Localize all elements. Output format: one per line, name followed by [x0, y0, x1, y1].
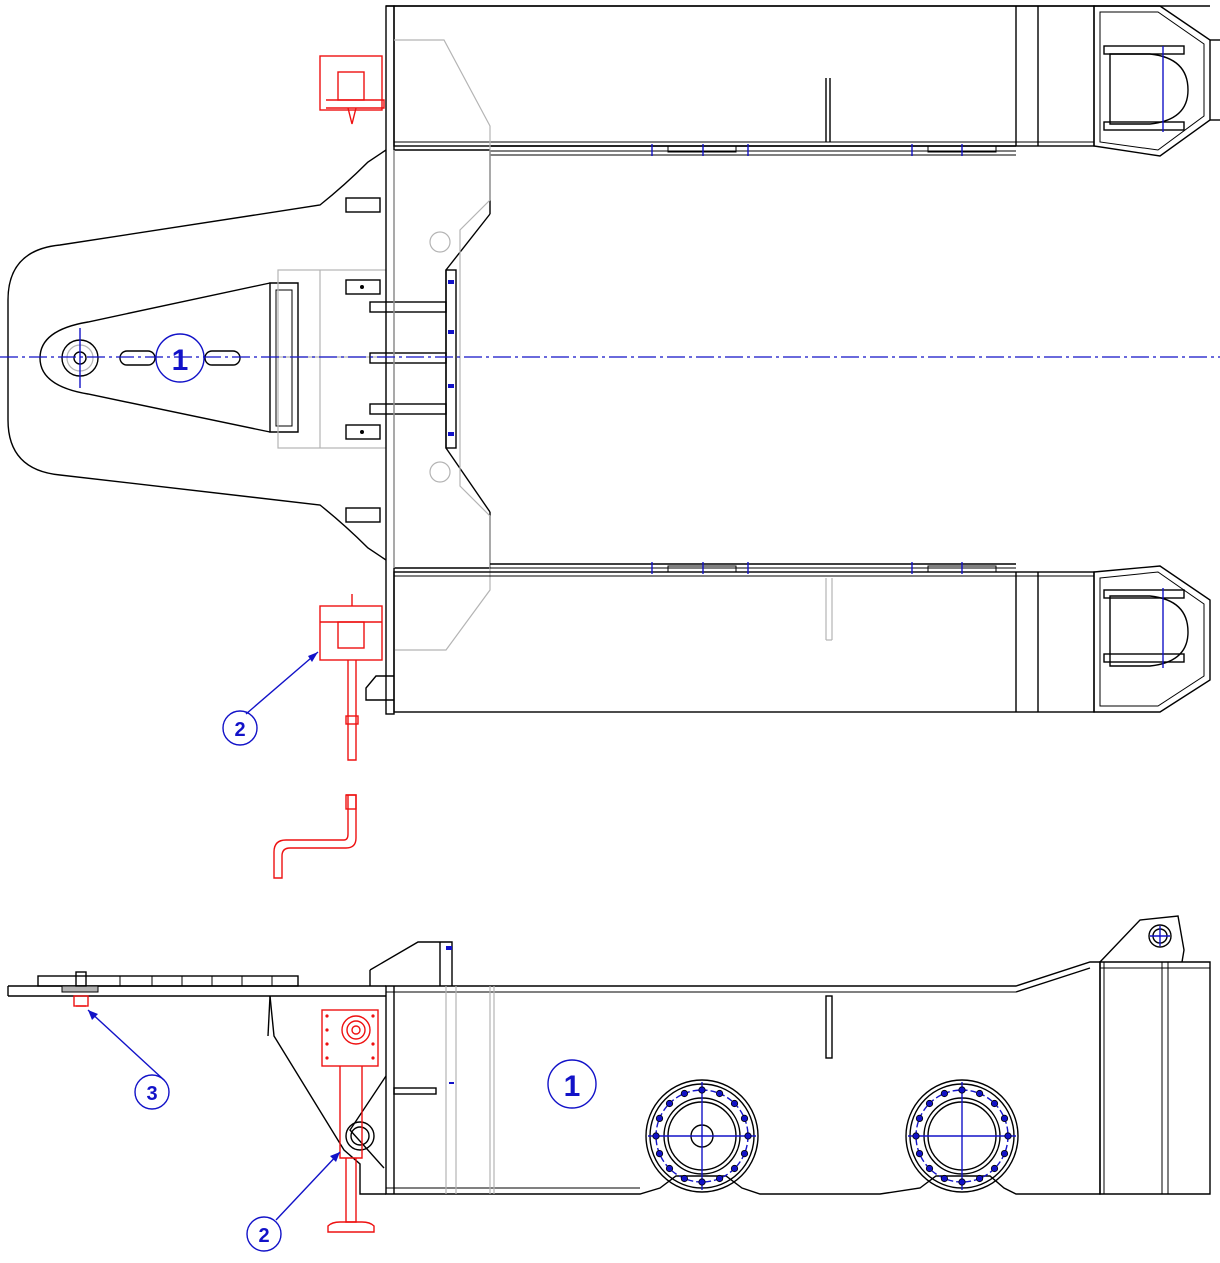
landing-gear-lower — [319, 605, 383, 661]
balloon-side-1-label: 1 — [564, 1070, 581, 1103]
flange-bolt — [715, 1174, 724, 1183]
lifting-lug — [1099, 915, 1185, 963]
landing-gear-side — [321, 1009, 379, 1067]
lower-rear-end — [1093, 565, 1211, 713]
upper-rear-end — [1093, 5, 1211, 157]
flange-bolts-rear — [912, 1086, 1012, 1186]
kingpin-arm — [39, 282, 271, 433]
axle-flange-front — [645, 1079, 759, 1193]
flange-bolt — [655, 1114, 664, 1123]
flange-bolt — [975, 1089, 984, 1098]
flange-bolt — [740, 1150, 749, 1158]
balloon-side-1 — [547, 1059, 597, 1109]
gooseneck-riser — [369, 941, 453, 986]
flange-bolt — [665, 1099, 674, 1108]
tab-upper — [345, 197, 381, 213]
gooseneck-plate — [7, 149, 387, 561]
front-crossmember — [385, 5, 395, 715]
balloon-side-3 — [134, 1074, 170, 1110]
flange-bolt — [665, 1164, 674, 1173]
leader-plan-2 — [245, 651, 319, 715]
flange-bolt — [990, 1164, 999, 1173]
leader-side-2 — [275, 1151, 341, 1221]
gooseneck-diagonal — [269, 995, 386, 1195]
hidden-bulkhead — [394, 39, 491, 651]
flange-bolt — [698, 1086, 706, 1094]
flange-bolt — [715, 1089, 724, 1098]
flange-bolt — [958, 1178, 966, 1186]
flange-bolt — [730, 1164, 739, 1173]
landing-gear-top — [319, 55, 383, 111]
flange-bolt — [1004, 1132, 1012, 1140]
slot-left — [119, 350, 156, 366]
flange-bolt — [740, 1114, 749, 1123]
flange-bolt — [652, 1132, 660, 1140]
gooseneck-stiffener — [269, 282, 299, 433]
rear-tower — [1099, 961, 1211, 1195]
tab-lower — [345, 507, 381, 523]
flange-bolt — [940, 1089, 949, 1098]
balloon-side-3-label: 3 — [146, 1083, 157, 1105]
balloon-plan-2 — [222, 710, 258, 746]
landing-foot — [327, 1221, 375, 1233]
flange-bolt — [1000, 1150, 1009, 1158]
slot-right — [204, 350, 241, 366]
flange-bolt — [730, 1099, 739, 1108]
flange-bolts-front — [652, 1086, 752, 1186]
flange-bolt — [680, 1089, 689, 1098]
arm-lower — [369, 403, 447, 415]
upper-hanger — [1109, 53, 1189, 125]
gooseneck-deck — [37, 975, 299, 987]
arm-upper — [369, 301, 447, 313]
flange-bolt — [1000, 1114, 1009, 1123]
landing-pivot — [345, 1121, 375, 1151]
kingpin-plate — [61, 985, 99, 993]
balloon-plan-1-label: 1 — [172, 344, 189, 377]
kingpin-side — [73, 995, 89, 1007]
flange-bolt — [655, 1150, 664, 1158]
balloon-side-2 — [246, 1216, 282, 1252]
arm-middle — [369, 352, 447, 364]
crank-handle — [273, 794, 357, 879]
balloon-side-2-label: 2 — [258, 1225, 269, 1247]
balloon-plan-2-label: 2 — [234, 719, 245, 741]
flange-bolt — [990, 1099, 999, 1108]
flange-bolt — [975, 1174, 984, 1183]
upper-beam — [393, 5, 1095, 147]
plan-view: 1 2 — [0, 5, 1220, 879]
flange-bolt — [912, 1132, 920, 1140]
flange-bolt — [915, 1114, 924, 1123]
flange-bolt — [925, 1099, 934, 1108]
flange-bolt — [940, 1174, 949, 1183]
balloon-plan-1 — [155, 333, 205, 383]
landing-gear-leg — [347, 660, 357, 761]
landing-gear-leg-side — [339, 1066, 363, 1159]
flange-bolt — [680, 1174, 689, 1183]
center-plate — [445, 269, 457, 449]
flange-bolt — [925, 1164, 934, 1173]
side-view: 1 3 2 — [7, 915, 1211, 1252]
flange-bolt — [958, 1086, 966, 1094]
flange-bolt — [744, 1132, 752, 1140]
lower-beam — [393, 571, 1095, 713]
leader-side-3 — [87, 1009, 165, 1081]
axle-flange-rear — [905, 1079, 1019, 1193]
flange-bolt — [698, 1178, 706, 1186]
flange-bolt — [915, 1150, 924, 1158]
lower-hanger — [1109, 595, 1189, 667]
